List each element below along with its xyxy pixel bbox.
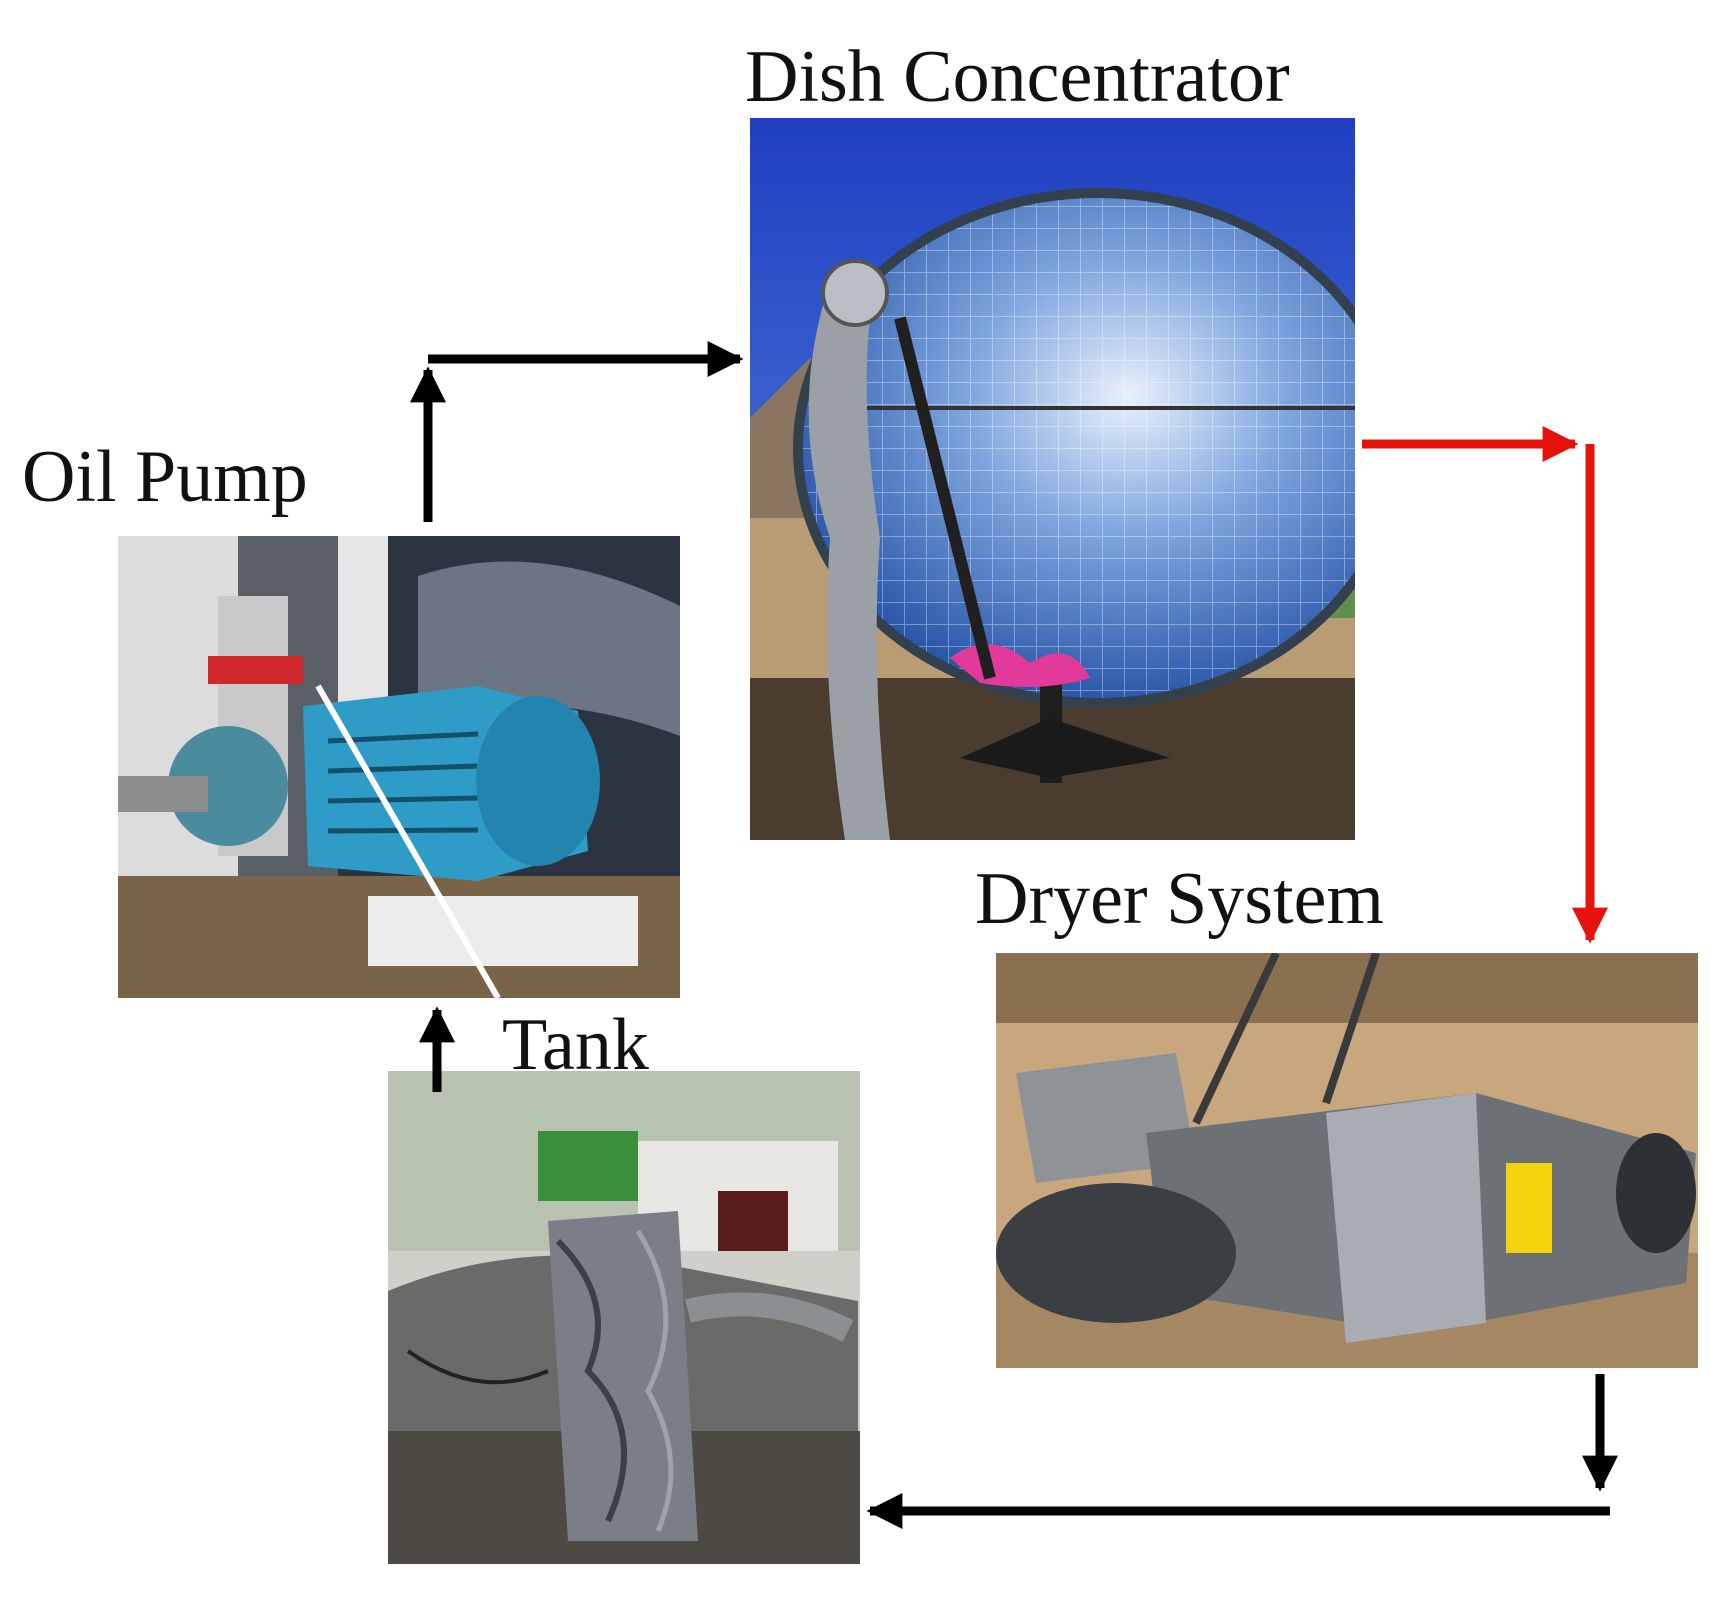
tank-label: Tank — [502, 1004, 649, 1086]
dish-concentrator-photo — [750, 118, 1355, 840]
oil-pump-photo — [118, 536, 680, 998]
dryer-system-photo — [996, 953, 1698, 1368]
oil-pump-label: Oil Pump — [22, 436, 308, 518]
dish-concentrator-label: Dish Concentrator — [745, 36, 1290, 118]
dryer-system-label: Dryer System — [975, 858, 1384, 940]
tank-photo — [388, 1071, 860, 1564]
